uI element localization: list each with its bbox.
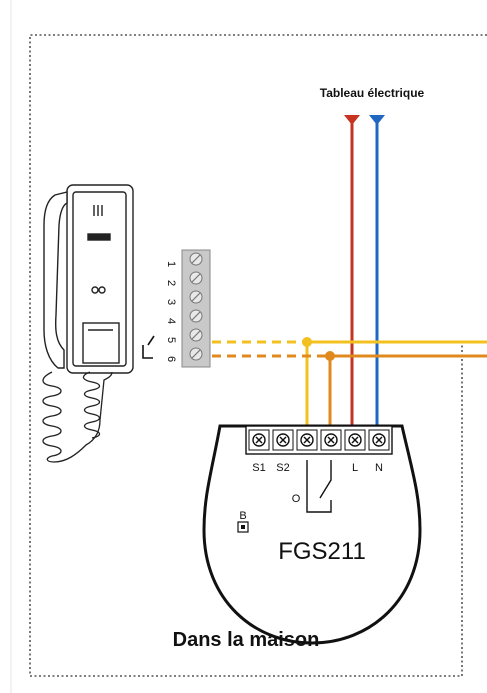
terminal-number: 6 [165, 356, 177, 362]
terminal-number: 3 [165, 299, 177, 305]
intercom-contact-symbol [142, 335, 155, 359]
panel-label: Tableau électrique [320, 86, 425, 100]
ground-arrow-icon [369, 115, 385, 125]
module-terminal-screw-cross [255, 436, 263, 444]
module-terminal-label: N [375, 462, 383, 474]
module-terminal-label: L [352, 462, 358, 474]
button-label: B [239, 510, 246, 522]
module-terminal-screw-cross [375, 436, 383, 444]
module-terminal-screw-cross [327, 436, 335, 444]
module-terminal-screw-cross [279, 436, 287, 444]
terminal-screw-slot [191, 254, 201, 264]
module-terminal-label: S1 [252, 462, 265, 474]
terminal-screw-slot [191, 292, 201, 302]
module-outline [202, 424, 422, 645]
orange-junction [325, 351, 335, 361]
terminal-number: 2 [165, 280, 177, 286]
terminal-number: 1 [165, 261, 177, 267]
terminal-screw-slot [191, 349, 201, 359]
intercom-terminal-numbers: 1 2 3 4 5 6 [165, 261, 177, 362]
module-b-button-dot [241, 525, 245, 529]
fgs211-module: S1 S2 I I L N O B FGS211 [202, 424, 422, 645]
terminal-screw-slot [191, 273, 201, 283]
module-terminal-strip [245, 425, 393, 455]
intercom-handset-icon [42, 184, 134, 463]
terminal-number: 5 [165, 337, 177, 343]
terminal-number: 4 [165, 318, 177, 324]
terminal-screw-slot [191, 311, 201, 321]
terminal-screw-slot [191, 330, 201, 340]
module-terminal-screw-cross [303, 436, 311, 444]
module-relay-contact [306, 460, 332, 513]
module-terminal-label: S2 [276, 462, 289, 474]
ground-arrow-icon [344, 115, 360, 125]
module-terminal-screw-cross [351, 436, 359, 444]
contact-label: O [292, 493, 301, 505]
intercom-terminal-block [181, 249, 211, 368]
module-name: FGS211 [278, 538, 366, 565]
yellow-junction [302, 337, 312, 347]
house-label: Dans la maison [173, 629, 320, 651]
house-boundary [29, 34, 487, 677]
